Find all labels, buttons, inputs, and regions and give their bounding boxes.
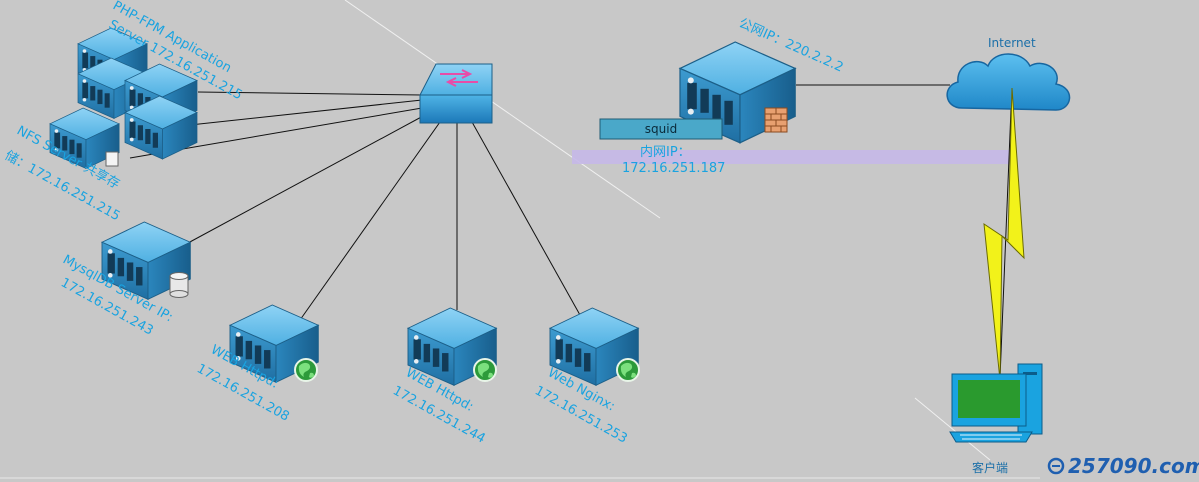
computer-icon [949, 363, 1043, 443]
links [129, 84, 1013, 379]
document-icon [105, 151, 119, 167]
globe-icon [616, 358, 640, 382]
squid-label: squid [645, 122, 677, 136]
firewall-icon [764, 107, 788, 133]
watermark-logo [1047, 457, 1065, 475]
database-icon [169, 272, 189, 298]
client-label: 客户端 [972, 460, 1008, 475]
switch-icon [419, 63, 493, 124]
internet-label: Internet [988, 36, 1036, 50]
cloud-icon [946, 53, 1071, 111]
mysql-server [101, 221, 191, 300]
lightning-icon [983, 87, 1025, 381]
squid-box [599, 118, 723, 140]
lan-band [572, 150, 1010, 164]
internal-ip-label: 内网IP： [640, 144, 691, 160]
internal-ip-value: 172.16.251.187 [622, 161, 725, 176]
globe-icon [294, 358, 318, 382]
globe-icon [473, 358, 497, 382]
squid-server [679, 41, 796, 144]
nfs-server [49, 107, 120, 169]
watermark-text: 257090.com [1068, 454, 1199, 478]
